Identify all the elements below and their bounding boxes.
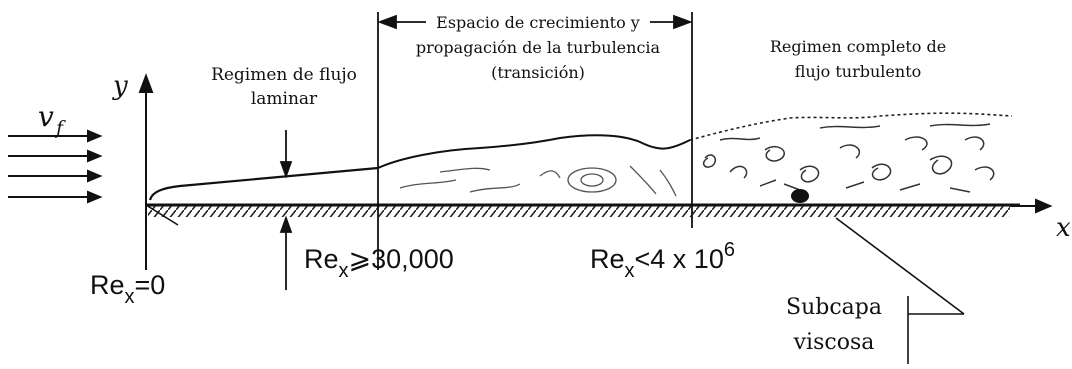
sublayer-label-line1: Subcapa — [786, 295, 882, 320]
transition-span-arrows — [377, 14, 693, 30]
y-axis — [138, 73, 154, 270]
y-axis-label: y — [112, 71, 128, 101]
viscous-sublayer-marker — [791, 189, 809, 203]
flat-plate-wall — [145, 203, 1020, 226]
transition-eddies — [399, 165, 677, 197]
incoming-flow-arrows — [8, 129, 103, 204]
velocity-subscript: f — [54, 117, 66, 139]
laminar-label-line2: laminar — [251, 89, 318, 109]
sublayer-label-line2: viscosa — [793, 330, 875, 355]
re-laminar-limit-label: Rex⩾30,000 — [304, 244, 454, 282]
velocity-symbol: v — [38, 100, 54, 133]
turbulent-boundary-layer — [689, 112, 1013, 141]
laminar-label-line1: Regimen de flujo — [211, 65, 357, 85]
turbulent-eddies — [702, 123, 995, 193]
transition-boundary-layer — [377, 134, 691, 169]
laminar-boundary-layer — [148, 166, 379, 201]
transition-label-line2: propagación de la turbulencia — [416, 38, 661, 57]
re-turbulent-limit-label: Rex<4 x 106 — [590, 239, 735, 282]
x-axis — [1010, 198, 1053, 214]
transition-label-line3: (transición) — [491, 63, 585, 82]
laminar-thickness-arrows — [279, 130, 293, 290]
x-axis-label: x — [1056, 213, 1071, 243]
re-zero-label: Rex=0 — [90, 270, 165, 308]
transition-label-line1: Espacio de crecimiento y — [436, 13, 640, 32]
turbulent-label-line2: flujo turbulento — [795, 62, 922, 81]
turbulent-label-line1: Regimen completo de — [770, 37, 946, 56]
sublayer-leader — [835, 217, 965, 364]
